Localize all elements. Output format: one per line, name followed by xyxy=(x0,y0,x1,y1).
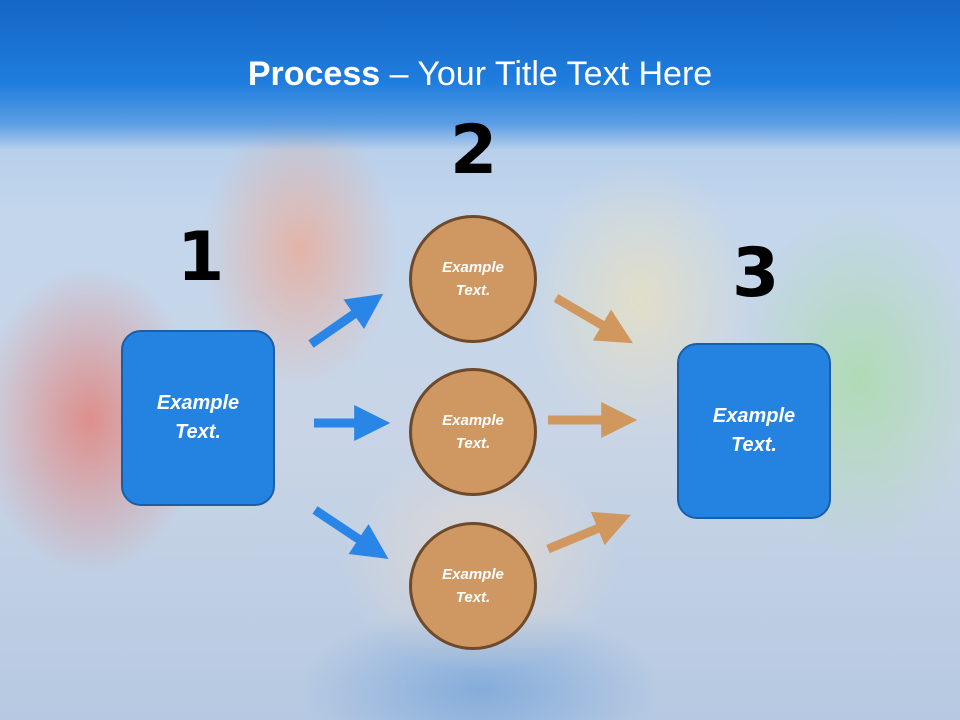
circle-bottom-text: Example Text. xyxy=(442,566,504,606)
left-box: Example Text. xyxy=(121,330,275,506)
arrow-to-circle-top xyxy=(308,293,384,348)
arrow-from-circle-top xyxy=(553,294,633,344)
right-box-text: Example Text. xyxy=(712,405,796,456)
left-box-text: Example Text. xyxy=(156,392,240,443)
title-bold: Process xyxy=(247,55,381,93)
slide-title: Process – Your Title Text Here xyxy=(0,54,960,94)
circle-middle: Example Text. xyxy=(409,368,537,496)
circle-middle-text: Example Text. xyxy=(442,412,504,452)
arrow-to-circle-bottom xyxy=(312,506,389,559)
step-number-2: 2 xyxy=(450,111,498,190)
arrow-from-circle-bottom xyxy=(546,511,631,554)
step-number-1: 1 xyxy=(177,218,225,297)
title-banner xyxy=(0,0,960,150)
step-number-3: 3 xyxy=(732,234,780,313)
circle-top: Example Text. xyxy=(409,215,537,343)
right-box: Example Text. xyxy=(677,343,831,519)
title-rest: – Your Title Text Here xyxy=(380,55,713,93)
circle-top-text: Example Text. xyxy=(442,259,504,299)
circle-bottom: Example Text. xyxy=(409,522,537,650)
